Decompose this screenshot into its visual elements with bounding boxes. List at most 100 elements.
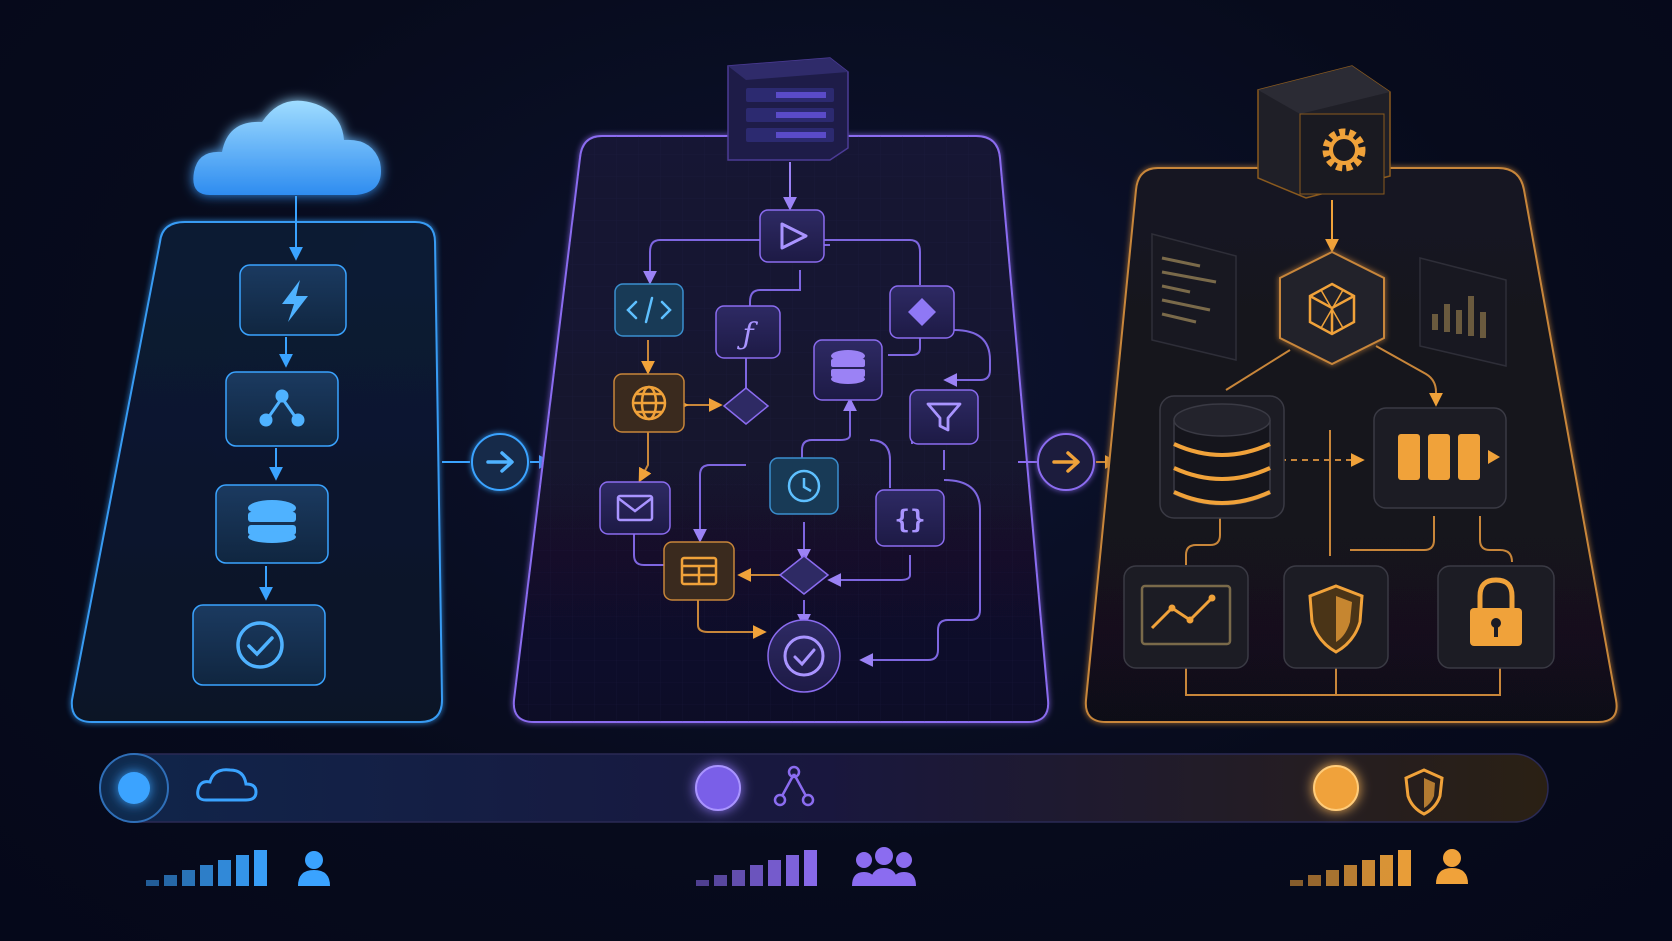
node-table[interactable] bbox=[663, 541, 735, 601]
step-tile-database[interactable] bbox=[215, 484, 329, 564]
node-database[interactable] bbox=[813, 339, 883, 401]
check-circle-icon bbox=[236, 621, 284, 669]
code-panel bbox=[1151, 233, 1237, 361]
cloud-icon bbox=[193, 100, 381, 195]
capacity-purple bbox=[696, 847, 916, 886]
workflow-edges bbox=[633, 238, 991, 667]
signal-bar bbox=[1308, 875, 1321, 886]
signal-bar bbox=[236, 855, 249, 886]
database-icon bbox=[248, 500, 296, 543]
step-tile-check[interactable] bbox=[192, 604, 326, 686]
capacity-orange bbox=[1290, 849, 1468, 886]
signal-bars bbox=[146, 850, 267, 886]
signal-bar bbox=[200, 865, 213, 886]
mail-icon bbox=[616, 494, 654, 522]
signal-bar bbox=[1326, 870, 1339, 886]
shield-icon bbox=[1308, 584, 1364, 654]
node-globe[interactable] bbox=[613, 373, 685, 433]
lock-icon bbox=[1470, 577, 1522, 646]
filter-icon bbox=[926, 402, 962, 432]
node-play[interactable] bbox=[759, 209, 825, 263]
node-database[interactable] bbox=[1159, 395, 1285, 519]
signal-bar bbox=[182, 870, 195, 886]
signal-bars bbox=[1290, 850, 1411, 886]
node-cube[interactable] bbox=[1279, 250, 1385, 366]
decision-diamond[interactable] bbox=[722, 387, 770, 425]
panel-blue bbox=[70, 221, 444, 723]
play-icon bbox=[780, 222, 808, 250]
diamond-icon bbox=[908, 298, 936, 326]
lightning-icon bbox=[282, 280, 308, 322]
stage-cloud-pipeline bbox=[70, 100, 444, 723]
signal-bar bbox=[164, 875, 177, 886]
node-check[interactable] bbox=[767, 619, 841, 693]
clock-icon bbox=[787, 469, 821, 503]
signal-bar bbox=[146, 880, 159, 886]
signal-bar bbox=[750, 865, 763, 886]
signal-bar bbox=[1398, 850, 1411, 886]
signal-bar bbox=[804, 850, 817, 886]
database-icon bbox=[831, 350, 865, 384]
timeline-marker-purple[interactable] bbox=[695, 765, 741, 811]
shield-icon bbox=[1404, 768, 1444, 816]
node-queue[interactable] bbox=[1373, 407, 1507, 509]
signal-bar bbox=[218, 860, 231, 886]
bar-chart-panel bbox=[1419, 257, 1507, 367]
stage-secure-processing bbox=[1084, 65, 1618, 723]
timeline-marker-blue[interactable] bbox=[99, 753, 169, 823]
signal-bar bbox=[714, 875, 727, 886]
node-lock[interactable] bbox=[1437, 565, 1555, 669]
function-icon: ƒ bbox=[736, 317, 758, 352]
cloud-icon bbox=[196, 768, 258, 802]
network-nodes-icon bbox=[259, 389, 305, 427]
signal-bar bbox=[1380, 855, 1393, 886]
server-icon bbox=[727, 57, 849, 161]
signal-bar bbox=[732, 870, 745, 886]
table-icon bbox=[680, 556, 718, 586]
globe-icon bbox=[631, 385, 667, 421]
timeline-bar bbox=[99, 753, 1549, 823]
signal-bar bbox=[1362, 860, 1375, 886]
code-icon bbox=[626, 296, 672, 324]
line-chart-icon bbox=[1140, 584, 1232, 646]
signal-bar bbox=[786, 855, 799, 886]
user-icon bbox=[1436, 849, 1468, 884]
node-function[interactable]: ƒ bbox=[715, 305, 781, 359]
node-filter[interactable] bbox=[909, 389, 979, 445]
decision-diamond[interactable] bbox=[778, 555, 830, 595]
user-icon bbox=[298, 851, 330, 886]
node-line-chart[interactable] bbox=[1123, 565, 1249, 669]
connector-purple-to-orange bbox=[1018, 433, 1119, 491]
node-code[interactable] bbox=[614, 283, 684, 337]
signal-bar bbox=[768, 860, 781, 886]
workflow-edges-orange bbox=[638, 340, 780, 639]
database-icon bbox=[1173, 403, 1271, 506]
signal-bar bbox=[254, 850, 267, 886]
gear-icon bbox=[1322, 128, 1366, 172]
node-braces[interactable]: {} bbox=[875, 489, 945, 547]
timeline-marker-orange[interactable] bbox=[1313, 765, 1359, 811]
signal-bar bbox=[696, 880, 709, 886]
check-circle-icon bbox=[783, 635, 825, 677]
signal-bar bbox=[1290, 880, 1303, 886]
gear-cube bbox=[1257, 65, 1391, 199]
braces-icon: {} bbox=[894, 505, 925, 535]
users-group-icon bbox=[852, 847, 916, 886]
processing-edges bbox=[1185, 345, 1513, 696]
cube-icon bbox=[1308, 282, 1356, 336]
node-mail[interactable] bbox=[599, 481, 671, 535]
capacity-blue bbox=[146, 850, 330, 886]
queue-icon bbox=[1398, 434, 1500, 480]
node-clock[interactable] bbox=[769, 457, 839, 515]
step-tile-lightning[interactable] bbox=[239, 264, 347, 336]
node-diamond[interactable] bbox=[889, 285, 955, 339]
node-shield[interactable] bbox=[1283, 565, 1389, 669]
network-nodes-icon bbox=[773, 765, 815, 807]
stage-workflow-engine: ƒ bbox=[512, 57, 1050, 723]
connector-blue-to-purple bbox=[442, 433, 553, 491]
step-tile-network[interactable] bbox=[225, 371, 339, 447]
signal-bars bbox=[696, 850, 817, 886]
signal-bar bbox=[1344, 865, 1357, 886]
